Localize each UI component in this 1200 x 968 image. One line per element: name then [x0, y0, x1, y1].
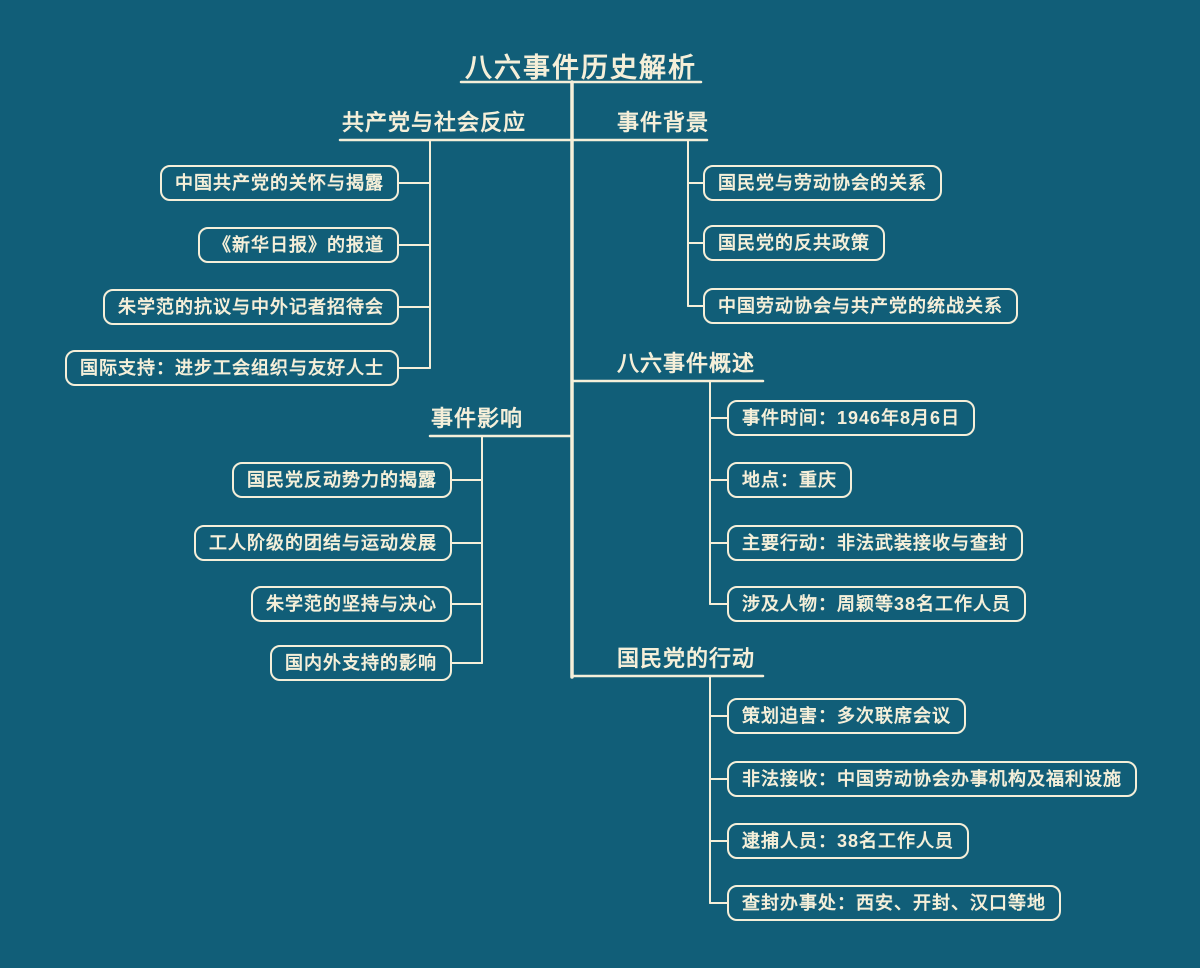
topic-node[interactable]: 国内外支持的影响: [270, 645, 452, 681]
topic-node[interactable]: 主要行动：非法武装接收与查封: [727, 525, 1023, 561]
topic-node[interactable]: 涉及人物：周颖等38名工作人员: [727, 586, 1027, 622]
topic-node[interactable]: 地点：重庆: [727, 462, 852, 498]
topic-node[interactable]: 国民党与劳动协会的关系: [703, 165, 942, 201]
topic-node[interactable]: 国际支持：进步工会组织与友好人士: [65, 350, 399, 386]
topic-node[interactable]: 国民党反动势力的揭露: [232, 462, 452, 498]
topic-node[interactable]: 中国劳动协会与共产党的统战关系: [703, 288, 1018, 324]
branch-kmt-actions[interactable]: 国民党的行动: [617, 646, 756, 671]
topic-node[interactable]: 事件时间：1946年8月6日: [727, 400, 976, 436]
topic-node[interactable]: 工人阶级的团结与运动发展: [194, 525, 452, 561]
root-title[interactable]: 八六事件历史解析: [465, 53, 697, 83]
topic-node[interactable]: 逮捕人员：38名工作人员: [727, 823, 970, 859]
branch-event-overview[interactable]: 八六事件概述: [617, 351, 756, 376]
topic-node[interactable]: 非法接收：中国劳动协会办事机构及福利设施: [727, 761, 1137, 797]
topic-node[interactable]: 朱学范的坚持与决心: [251, 586, 452, 622]
branch-event-impact[interactable]: 事件影响: [431, 406, 524, 431]
branch-event-background[interactable]: 事件背景: [617, 110, 710, 135]
topic-node[interactable]: 国民党的反共政策: [703, 225, 885, 261]
topic-node[interactable]: 查封办事处：西安、开封、汉口等地: [727, 885, 1061, 921]
topic-node[interactable]: 朱学范的抗议与中外记者招待会: [103, 289, 399, 325]
branch-communist-social-response[interactable]: 共产党与社会反应: [342, 110, 527, 135]
topic-node[interactable]: 策划迫害：多次联席会议: [727, 698, 966, 734]
topic-node[interactable]: 中国共产党的关怀与揭露: [160, 165, 399, 201]
topic-node[interactable]: 《新华日报》的报道: [198, 227, 399, 263]
